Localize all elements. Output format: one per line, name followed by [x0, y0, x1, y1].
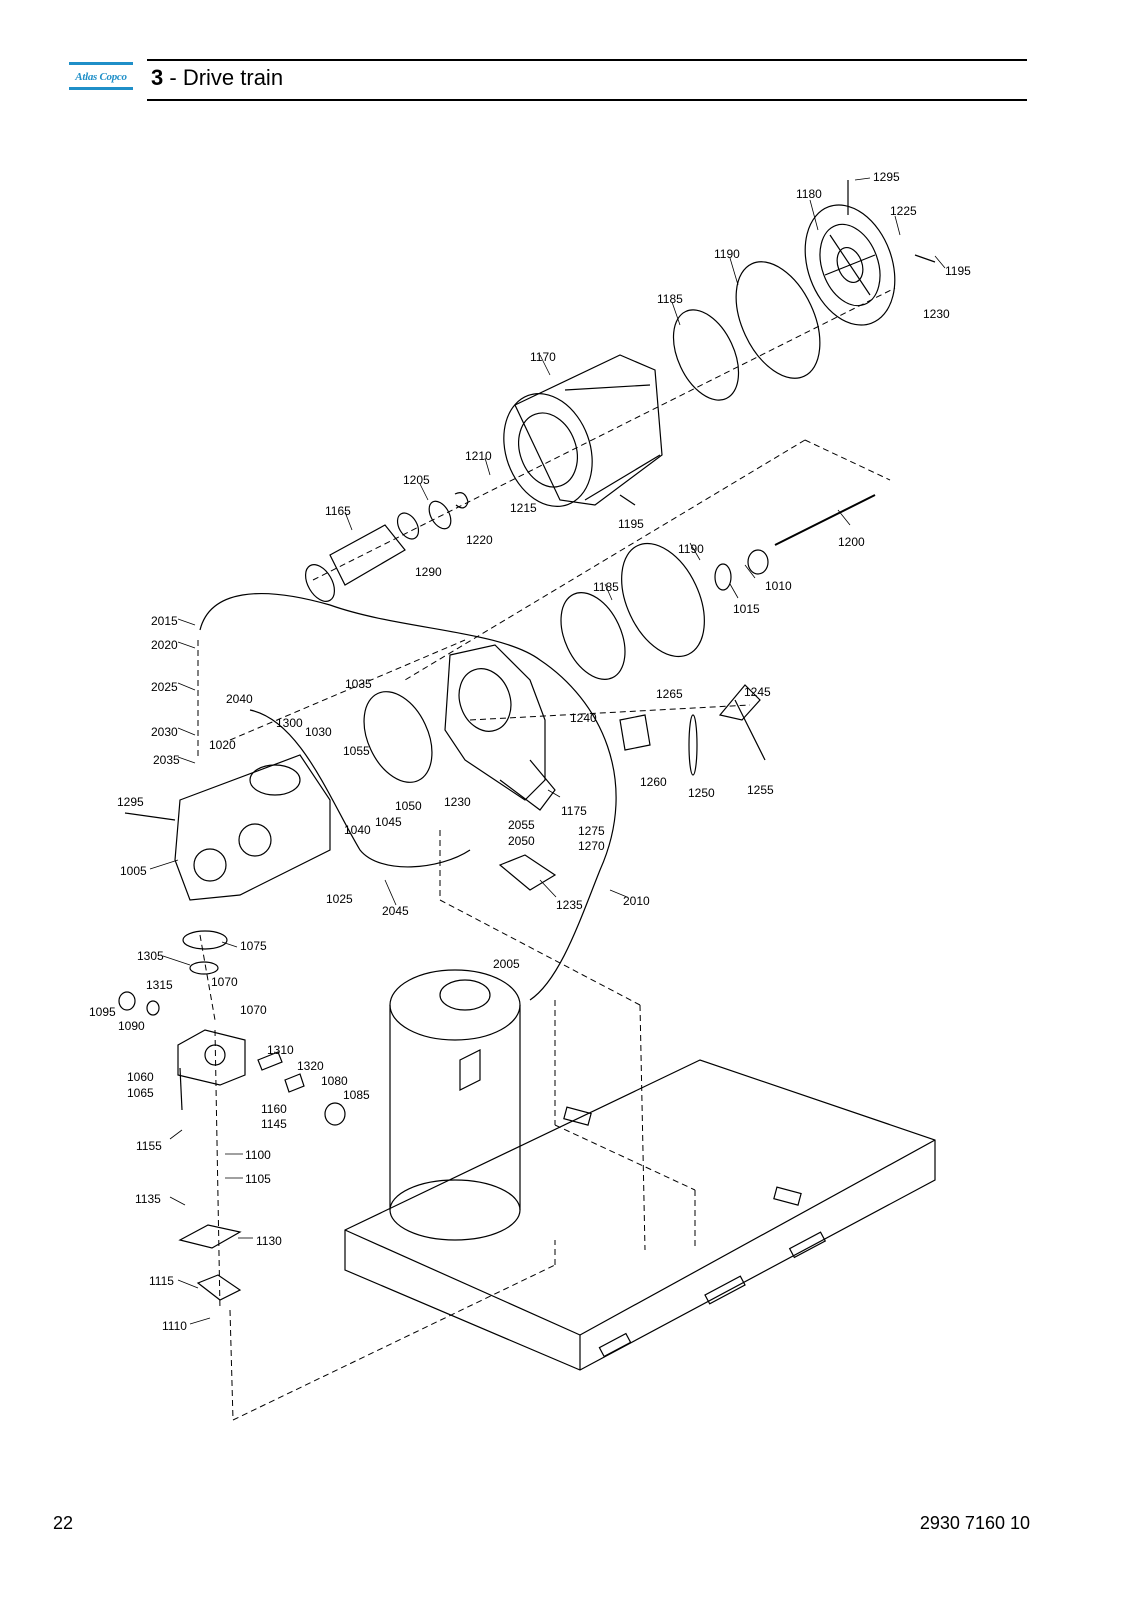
part-label: 2025: [151, 680, 178, 694]
end-cover-1180: [804, 204, 896, 326]
part-label: 1320: [297, 1059, 324, 1073]
part-label: 1195: [945, 264, 971, 278]
part-label: 1215: [510, 501, 537, 515]
part-label: 1155: [136, 1139, 162, 1153]
part-label: 1070: [240, 1003, 267, 1017]
part-label: 1295: [117, 795, 144, 809]
part-label: 1185: [657, 292, 683, 306]
section-separator: -: [163, 65, 183, 90]
part-label: 2005: [493, 957, 520, 971]
part-label: 1055: [343, 744, 370, 758]
compressor-element-1005: [174, 754, 331, 901]
part-label: 1185: [593, 580, 619, 594]
part-label: 1175: [561, 804, 587, 818]
part-label: 1015: [733, 602, 760, 616]
part-label: 1060: [127, 1070, 154, 1084]
part-label: 1225: [890, 204, 917, 218]
part-label: 2045: [382, 904, 409, 918]
part-label: 1240: [570, 711, 597, 725]
part-label: 1105: [245, 1172, 271, 1186]
part-label: 2010: [623, 894, 650, 908]
part-label: 1235: [556, 898, 583, 912]
rotor-1165: [304, 524, 406, 602]
part-number-labels: 1295 1180 1225 1195 1190 1230 1185 1170 …: [89, 170, 971, 1333]
header-bottom-rule: [147, 99, 1027, 101]
part-label: 2055: [508, 818, 535, 832]
part-label: 1290: [415, 565, 442, 579]
part-label: 1260: [640, 775, 667, 789]
part-label: 1040: [344, 823, 371, 837]
part-label: 1090: [118, 1019, 145, 1033]
part-label: 1085: [343, 1088, 370, 1102]
part-label: 1095: [89, 1005, 116, 1019]
part-label: 2020: [151, 638, 178, 652]
part-label: 1200: [838, 535, 865, 549]
document-number: 2930 7160 10: [919, 1513, 1030, 1533]
part-label: 1275: [578, 824, 605, 838]
part-label: 1115: [149, 1274, 174, 1288]
part-label: 1035: [345, 677, 372, 691]
part-label: 1265: [656, 687, 683, 701]
part-label: 1135: [135, 1192, 161, 1206]
part-label: 1315: [146, 978, 173, 992]
part-label: 1305: [137, 949, 164, 963]
part-label: 1020: [209, 738, 236, 752]
part-label: 1160: [261, 1102, 287, 1116]
part-label: 1220: [466, 533, 493, 547]
section-title-text: Drive train: [182, 65, 284, 90]
part-label: 1045: [375, 815, 402, 829]
section-title: 3 - Drive train: [151, 65, 283, 91]
part-label: 1190: [714, 247, 740, 261]
part-label: 1070: [211, 975, 238, 989]
part-label: 1205: [403, 473, 430, 487]
part-label: 1100: [245, 1148, 271, 1162]
part-label: 2030: [151, 725, 178, 739]
part-label: 2015: [151, 614, 178, 628]
part-label: 1230: [444, 795, 471, 809]
part-label: 1075: [240, 939, 267, 953]
section-number: 3: [151, 65, 164, 90]
atlas-copco-logo: Atlas Copco: [69, 62, 133, 94]
part-label: 1245: [744, 685, 771, 699]
part-label: 1300: [276, 716, 303, 730]
part-label: 1080: [321, 1074, 348, 1088]
page-number: 22: [53, 1513, 74, 1533]
part-label: 1050: [395, 799, 422, 813]
diagram-drawing: [118, 177, 946, 1421]
part-label: 1230: [923, 307, 950, 321]
part-label: 1030: [305, 725, 332, 739]
part-label: 1250: [688, 786, 715, 800]
logo-wordmark: Atlas Copco: [75, 71, 127, 83]
part-label: 1145: [261, 1117, 287, 1131]
header-top-rule: [147, 59, 1027, 61]
part-label: 1180: [796, 187, 822, 201]
part-label: 1130: [256, 1234, 282, 1248]
base-frame: [344, 1059, 936, 1371]
part-label: 1295: [873, 170, 900, 184]
receiver-tank: [389, 969, 521, 1241]
part-label: 1170: [530, 350, 556, 364]
part-label: 1310: [267, 1043, 294, 1057]
valve-block-1060: [177, 1029, 246, 1086]
part-label: 1025: [326, 892, 353, 906]
part-label: 2050: [508, 834, 535, 848]
stator-housing-1170: [503, 354, 663, 507]
part-label: 2040: [226, 692, 253, 706]
part-label: 1065: [127, 1086, 154, 1100]
part-label: 2035: [153, 753, 180, 767]
part-label: 1010: [765, 579, 792, 593]
part-label: 1195: [618, 517, 644, 531]
part-label: 1190: [678, 542, 704, 556]
motor-flange-1175: [444, 644, 556, 811]
part-label: 1210: [465, 449, 492, 463]
part-label: 1110: [162, 1319, 187, 1333]
part-label: 1005: [120, 864, 147, 878]
part-label: 1255: [747, 783, 774, 797]
part-label: 1270: [578, 839, 605, 853]
part-label: 1165: [325, 504, 351, 518]
